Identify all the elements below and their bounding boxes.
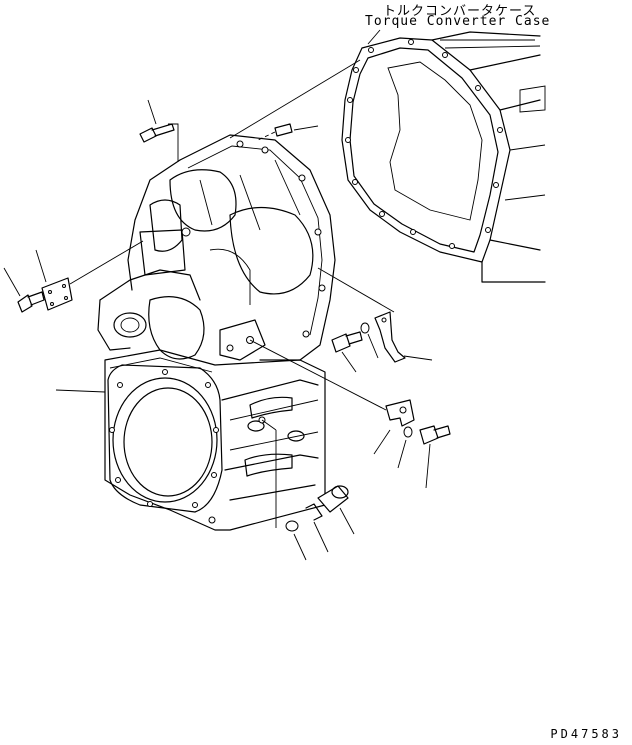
flange-holes bbox=[345, 39, 503, 249]
torque-converter-case-label-en: Torque Converter Case bbox=[365, 14, 551, 29]
upper-bracket bbox=[317, 267, 433, 373]
sensor-assembly bbox=[261, 419, 355, 561]
lower-bracket bbox=[249, 339, 451, 489]
cover-bolt bbox=[3, 267, 45, 313]
cover-plate bbox=[35, 240, 144, 311]
dowel-pin bbox=[257, 123, 319, 141]
drawing-number: PD47583 bbox=[550, 727, 622, 741]
bore-flange-holes bbox=[109, 369, 219, 524]
bolt-top-left bbox=[139, 99, 179, 162]
torque-converter-case bbox=[341, 29, 546, 283]
transmission-case bbox=[97, 134, 336, 531]
torque-converter-case-label-jp: トルクコンバータケース bbox=[383, 4, 537, 19]
